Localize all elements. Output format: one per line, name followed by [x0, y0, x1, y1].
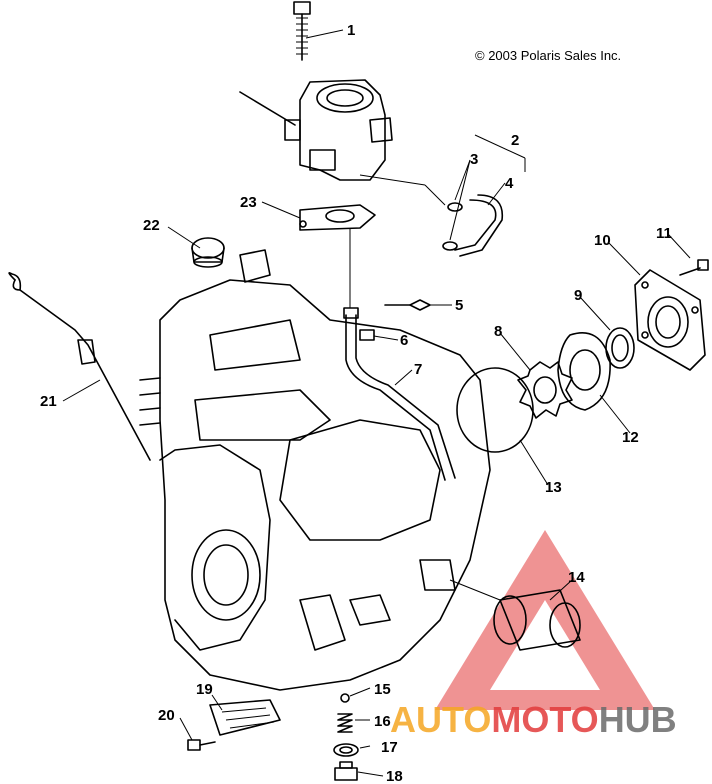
callout-16: 16: [374, 713, 391, 730]
callout-11: 11: [656, 225, 672, 242]
oil-filter-part: [449, 579, 581, 651]
breather-hose-part: [359, 134, 526, 257]
callout-13: 13: [545, 479, 562, 496]
pump-rotor-part: [557, 332, 611, 411]
oil-screen-part: [187, 699, 281, 751]
watermark-logo: [435, 530, 655, 710]
watermark-moto: MOTO: [491, 699, 598, 740]
callout-labels: 1 2 3 4 5 6 7 8 9 10 11 12 13 14 15 16 1…: [40, 22, 672, 784]
callout-20: 20: [158, 707, 175, 724]
engine-crankcase: [139, 249, 491, 691]
callout-21: 21: [40, 393, 57, 410]
leader-lines: [62, 29, 691, 777]
cover-gasket-part: [456, 367, 534, 453]
callout-1: 1: [347, 22, 355, 39]
watermark-hub: HUB: [599, 699, 677, 740]
oil-line-part: [343, 228, 456, 481]
callout-3: 3: [470, 151, 478, 168]
callout-15: 15: [374, 681, 391, 698]
callout-19: 19: [196, 681, 213, 698]
gear-part: [517, 361, 573, 419]
svg-text:AUTOMOTOHUB: AUTOMOTOHUB: [390, 699, 677, 740]
callout-14: 14: [568, 569, 585, 586]
callout-8: 8: [494, 323, 502, 340]
watermark-auto: AUTO: [390, 699, 491, 740]
copyright-notice: © 2003 Polaris Sales Inc.: [475, 48, 621, 63]
callout-18: 18: [386, 768, 403, 784]
callout-4: 4: [505, 175, 514, 192]
seal-part: [605, 327, 635, 369]
callout-17: 17: [381, 739, 398, 756]
bolt-part: [293, 1, 311, 61]
callout-5: 5: [455, 297, 463, 314]
callout-9: 9: [574, 287, 582, 304]
drain-parts: [333, 693, 359, 781]
callout-12: 12: [622, 429, 639, 446]
callout-2: 2: [511, 132, 519, 149]
dipstick-part: [8, 272, 151, 461]
filler-cap-part: [191, 237, 225, 268]
carburetor-part: [239, 79, 393, 181]
gasket-part: [299, 204, 376, 231]
watermark-text: AUTOMOTOHUB: [390, 699, 677, 740]
callout-10: 10: [594, 232, 611, 249]
callout-22: 22: [143, 217, 160, 234]
cover-plate-part: [634, 259, 709, 371]
callout-23: 23: [240, 194, 257, 211]
callout-6: 6: [400, 332, 408, 349]
callout-7: 7: [414, 361, 422, 378]
